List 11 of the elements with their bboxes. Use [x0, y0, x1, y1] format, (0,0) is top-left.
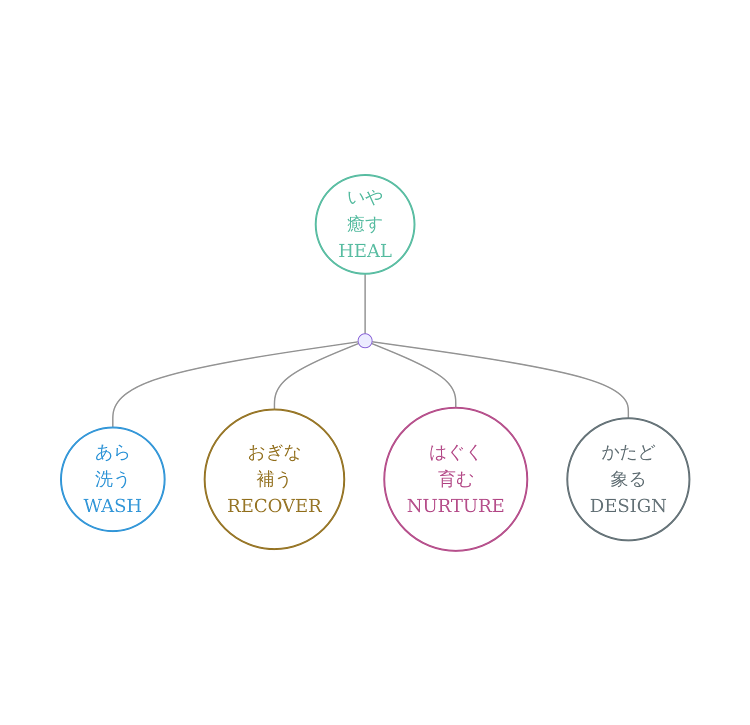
- connector: [372, 340, 629, 418]
- connector: [364, 273, 366, 334]
- node-point: [357, 332, 372, 348]
- node-circle: いや 癒す HEAL: [314, 174, 416, 274]
- connector: [371, 342, 456, 408]
- node-circle: かたど 象る DESIGN: [566, 416, 690, 541]
- connector: [112, 340, 358, 428]
- node-circle: はぐく 育む NURTURE: [383, 406, 528, 552]
- node-circle: あら 洗う WASH: [60, 426, 166, 532]
- connector: [273, 342, 359, 410]
- node-circle: おぎな 補う RECOVER: [203, 408, 346, 550]
